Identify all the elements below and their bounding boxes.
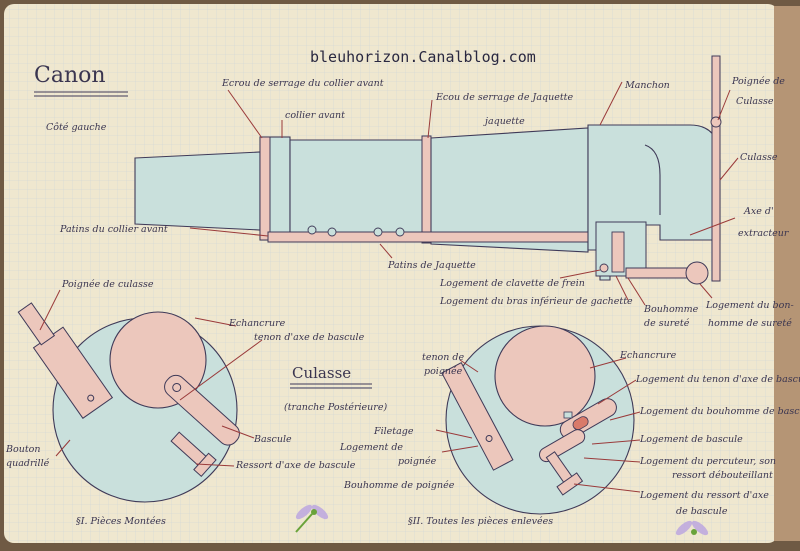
dragonfly-icon — [295, 504, 329, 533]
cannon-barrel — [134, 55, 722, 285]
label-patins-jaquette: Patins de Jaquette — [387, 260, 476, 271]
label-logement-ressort: Logement du ressort d'axe — [639, 490, 769, 501]
label-logement-percuteur: Logement du percuteur, son — [639, 456, 776, 467]
dragonfly-icon-2 — [675, 520, 709, 536]
label-ecrou-collier: Ecrou de serrage du collier avant — [221, 78, 384, 89]
label-ecrou-jaquette: Ecou de serrage de Jaquette — [435, 92, 573, 103]
label-bascule: Bascule — [253, 434, 292, 445]
label-tenon-poignee-2: poignée — [424, 366, 463, 377]
breech-assembled — [17, 302, 240, 503]
label-culasse: Culasse — [740, 152, 778, 163]
label-logement-bascule: Logement de bascule — [639, 434, 743, 445]
jacket — [430, 127, 589, 253]
title-canon: Canon — [34, 63, 106, 88]
label-ressort: Ressort d'axe de bascule — [235, 460, 356, 471]
label-poignee: Poignée de culasse — [61, 279, 154, 290]
leaders-canon — [189, 81, 739, 306]
label-jaquette: jaquette — [483, 116, 525, 127]
caption-pieces-enlevees: §II. Toutes les pièces enlevées — [408, 516, 553, 527]
label-filetage: Filetage — [373, 426, 414, 437]
leaders-culasse-2 — [435, 357, 641, 493]
label-logement-bouhomme-bascule: Logement du bouhomme de bascule — [639, 406, 800, 417]
label-logement-ressort-2: de bascule — [676, 506, 728, 517]
watermark: bleuhorizon.Canalblog.com — [310, 48, 536, 66]
label-logement-bouhomme: Logement du bon- — [705, 300, 794, 311]
leaders-culasse-1 — [39, 289, 263, 467]
label-quadrille: quadrillé — [6, 458, 50, 469]
label-tenon-axe: tenon d'axe de bascule — [254, 332, 365, 343]
label-tranche: (tranche Postérieure) — [284, 402, 387, 413]
label-bouhomme-poignee: Bouhomme de poignée — [343, 480, 455, 491]
label-patins-collier: Patins du collier avant — [59, 224, 168, 235]
title-culasse: Culasse — [292, 364, 351, 382]
jacket-nut — [421, 135, 432, 244]
breech-disassembled — [441, 325, 635, 515]
label-logement-percuteur-2: ressort débouteillant — [672, 470, 773, 481]
label-manchon: Manchon — [624, 80, 670, 91]
breech-handle-rod — [711, 55, 721, 282]
label-logement-poignee: Logement de — [339, 442, 403, 453]
caption-pieces-montees: §I. Pièces Montées — [76, 516, 166, 527]
label-collier-avant: collier avant — [285, 110, 345, 121]
label-cote-gauche: Côté gauche — [46, 122, 107, 133]
label-echancrure-2: Echancrure — [619, 350, 677, 361]
label-logement-bouhomme-2: homme de sureté — [708, 318, 792, 329]
label-bouton: Bouton — [5, 444, 40, 455]
label-logement-poignee-2: poignée — [398, 456, 437, 467]
label-extracteur: extracteur — [738, 228, 790, 239]
label-poignee-culasse: Poignée de — [731, 76, 785, 87]
label-poignee-culasse-2: Culasse — [736, 96, 774, 107]
label-logement-tenon: Logement du tenon d'axe de bascule — [635, 374, 800, 385]
label-bouhomme-2: de sureté — [644, 318, 690, 329]
collar-nut — [259, 136, 271, 241]
label-axe-extracteur: Axe d' — [743, 206, 774, 217]
label-logement-bras: Logement du bras inférieur de gachette — [439, 296, 633, 307]
label-logement-clavette: Logement de clavette de frein — [439, 278, 585, 289]
label-bouhomme: Bouhomme — [643, 304, 699, 315]
jacket-skids — [267, 231, 589, 243]
label-echancrure-1: Echancrure — [228, 318, 286, 329]
page-edge — [774, 6, 800, 541]
label-tenon-poignee: tenon de — [422, 352, 464, 363]
